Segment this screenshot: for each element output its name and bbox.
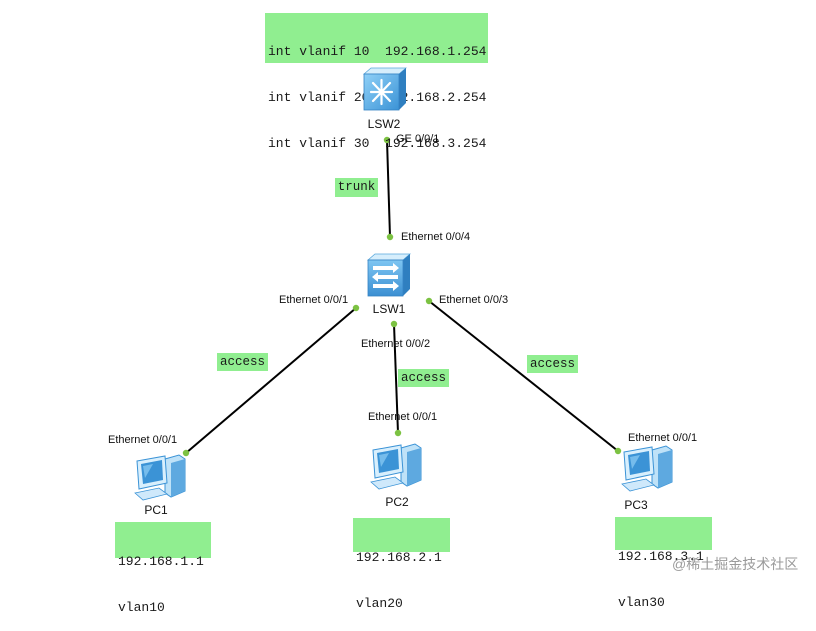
lsw1-port-e003: Ethernet 0/0/3 [439, 294, 509, 306]
access-link-label-pc1: access [217, 353, 268, 371]
lsw2-label: LSW2 [367, 117, 401, 131]
lsw1-port-e002: Ethernet 0/0/2 [361, 338, 431, 350]
port-dot-lsw1-e001 [352, 304, 360, 312]
pc1-label: PC1 [144, 503, 168, 517]
switch-side-face [403, 254, 410, 296]
watermark: @稀土掘金技术社区 [672, 556, 799, 572]
pc2-ip: 192.168.2.1 [356, 550, 442, 565]
switch-top-face [363, 67, 407, 75]
lsw1-port-e004: Ethernet 0/0/4 [401, 231, 471, 243]
link-lsw1-pc2 [393, 323, 399, 434]
pc-tower-side [407, 448, 421, 486]
link-lsw2-lsw1 [386, 139, 391, 238]
pc1-ip: 192.168.1.1 [118, 554, 204, 569]
pc-screen-glare [630, 455, 640, 469]
pc3-port-e001: Ethernet 0/0/1 [628, 432, 698, 444]
routing-arrows [369, 78, 394, 106]
vlanif-config-box: int vlanif 10 192.168.1.254 int vlanif 2… [265, 13, 488, 151]
pc-tower-side [171, 459, 185, 497]
switch-side-face [399, 68, 406, 110]
port-dot-pc2 [394, 429, 402, 437]
lsw1-label: LSW1 [372, 302, 406, 316]
pc2-vlan: vlan20 [356, 596, 403, 611]
config-line-vlan30: int vlanif 30 192.168.3.254 [268, 136, 487, 151]
lsw1-port-e001: Ethernet 0/0/1 [279, 294, 349, 306]
topology-links [182, 136, 622, 457]
config-line-vlan10: int vlanif 10 192.168.1.254 [268, 44, 487, 59]
pc-keyboard [134, 487, 168, 501]
pc1-port-e001: Ethernet 0/0/1 [108, 434, 178, 446]
port-dot-pc1 [182, 449, 190, 457]
switch-icon[interactable] [367, 253, 411, 297]
switch-top-face [367, 253, 411, 261]
port-dot-lsw1-e004 [386, 233, 394, 241]
access-link-label-pc3: access [527, 355, 578, 373]
pc-icon[interactable] [133, 451, 187, 501]
port-dot-lsw1-e002 [390, 320, 398, 328]
link-lsw1-pc1 [185, 307, 357, 454]
switching-arrows [372, 263, 399, 291]
pc-tower-side [658, 450, 672, 488]
pc2-port-e001: Ethernet 0/0/1 [368, 411, 438, 423]
pc3-vlan: vlan30 [618, 595, 665, 610]
access-link-label-pc2: access [398, 369, 449, 387]
lsw2-port-ge001: GE 0/0/1 [396, 133, 440, 145]
layer3-switch-icon[interactable] [363, 67, 407, 111]
pc-keyboard [621, 478, 655, 492]
port-dot-lsw2-ge001 [383, 136, 391, 144]
pc3-ip: 192.168.3.1 [618, 549, 704, 564]
pc3-info-box: 192.168.3.1 vlan30 [615, 517, 712, 610]
pc-icon[interactable] [620, 442, 674, 492]
pc-icon[interactable] [369, 440, 423, 490]
pc-keyboard [370, 476, 404, 490]
pc1-vlan: vlan10 [118, 600, 165, 615]
port-dot-lsw1-e003 [425, 297, 433, 305]
pc-screen-glare [379, 453, 389, 467]
pc3-label: PC3 [624, 498, 648, 512]
pc2-info-box: 192.168.2.1 vlan20 [353, 518, 450, 611]
link-lsw1-pc3 [428, 300, 619, 452]
pc1-info-box: 192.168.1.1 vlan10 [115, 522, 211, 615]
trunk-link-label: trunk [335, 178, 378, 197]
pc2-label: PC2 [385, 495, 409, 509]
port-dot-pc3 [614, 447, 622, 455]
pc-screen-glare [143, 464, 153, 478]
